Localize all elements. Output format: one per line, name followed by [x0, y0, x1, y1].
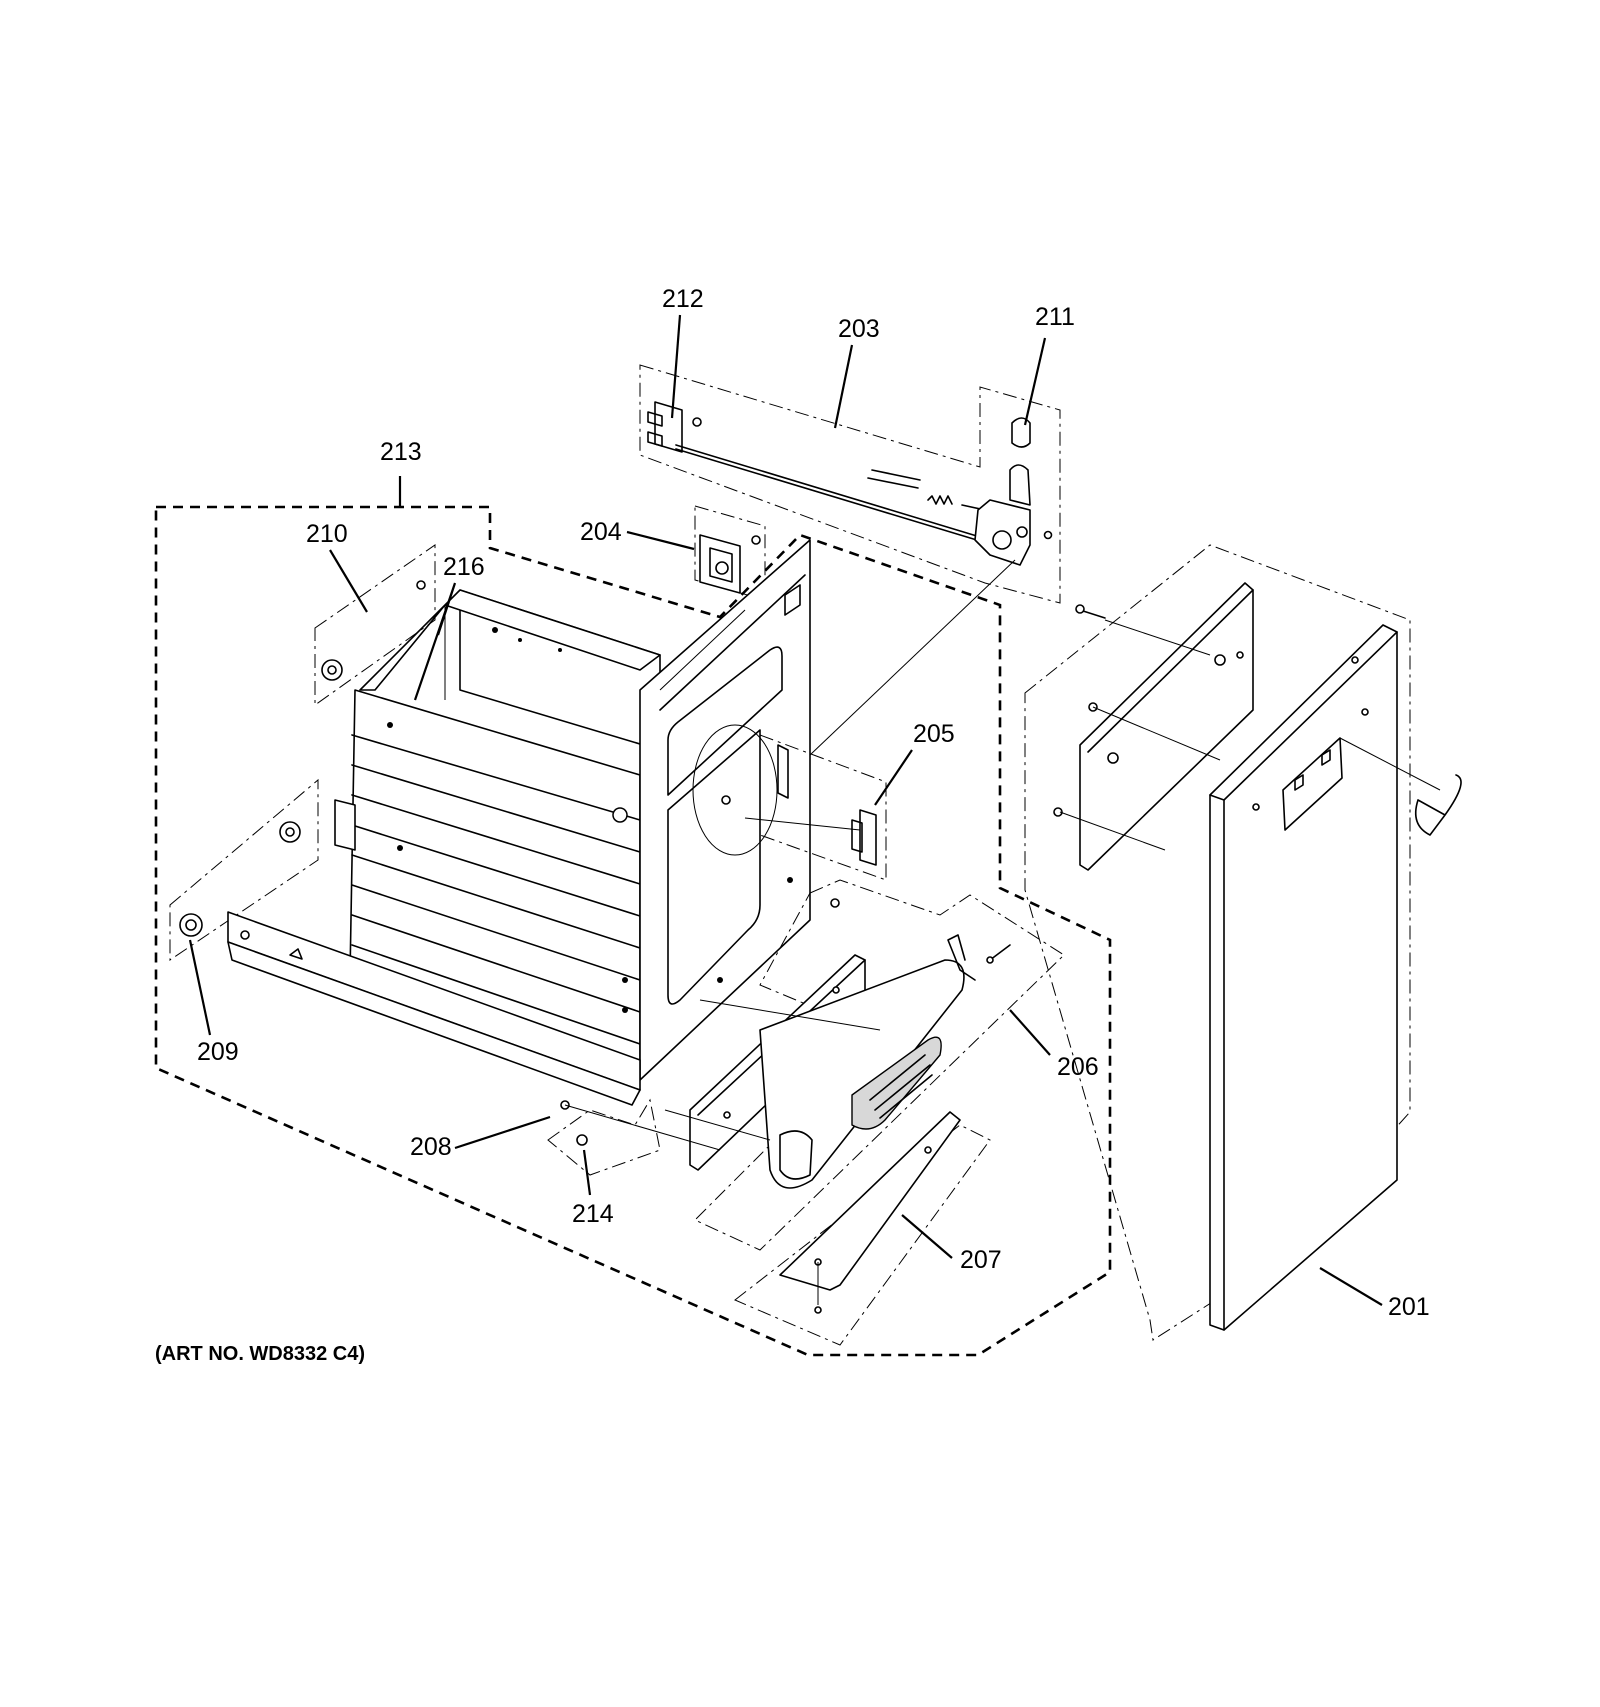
upper-bracket-part: [699, 534, 761, 594]
leader-211: [1023, 337, 1047, 426]
front-door-panel-part: [1209, 624, 1398, 1331]
door-latch-part: [974, 417, 1053, 566]
bottom-trim-part: [779, 1111, 961, 1314]
leader-210: [329, 549, 368, 613]
callout-206: 206: [1057, 1053, 1099, 1081]
callout-209: 209: [197, 1038, 239, 1066]
latch-bracket-part: [647, 401, 702, 453]
rail-roller-outline: [169, 778, 319, 961]
callout-207: 207: [960, 1246, 1002, 1274]
leader-214: [582, 1149, 592, 1196]
callout-212: 212: [662, 285, 704, 313]
leader-208: [454, 1115, 551, 1150]
roller-bracket-outline: [314, 544, 436, 706]
leader-212: [670, 314, 682, 419]
callout-205: 205: [913, 720, 955, 748]
kick-plate-part: [759, 959, 965, 1189]
leader-206: [1009, 1009, 1051, 1056]
leader-216: [413, 582, 457, 701]
callout-211: 211: [1035, 303, 1075, 331]
callout-204: 204: [580, 518, 622, 546]
leader-201: [1319, 1267, 1383, 1306]
drawer-rail-part: [227, 799, 641, 1106]
drawer-louvers: [351, 734, 641, 1045]
side-bracket-part: [721, 744, 877, 866]
leader-203: [833, 344, 854, 429]
lower-parts-outline: [547, 1098, 661, 1176]
callout-216: 216: [443, 553, 485, 581]
latch-assembly-outline: [639, 364, 1061, 604]
roller-part: [321, 580, 426, 681]
callout-210: 210: [306, 520, 348, 548]
art-number: (ART NO. WD8332 C4): [155, 1343, 365, 1365]
callout-203: 203: [838, 315, 880, 343]
callout-214: 214: [572, 1200, 614, 1228]
drawer-box: [349, 539, 811, 1081]
drawer-assembly-outline: [154, 505, 1112, 1357]
panel-screws: [1053, 604, 1221, 851]
latch-spring-part: [867, 469, 986, 511]
leader-207: [901, 1214, 953, 1259]
callout-213: 213: [380, 438, 422, 466]
side-bracket-outline: [759, 734, 887, 881]
leader-205: [874, 749, 913, 806]
leader-204: [626, 530, 695, 551]
kick-clip-part: [830, 898, 1011, 981]
wire-clip-part: [1414, 774, 1462, 836]
leader-209: [188, 939, 212, 1036]
callout-201: 201: [1388, 1293, 1430, 1321]
screw-part: [576, 1134, 588, 1146]
latch-rod-part: [675, 444, 991, 541]
rail-roller-part: [179, 821, 301, 937]
callout-208-label: 208: [410, 1133, 452, 1161]
side-detail-ellipse: [692, 724, 778, 856]
